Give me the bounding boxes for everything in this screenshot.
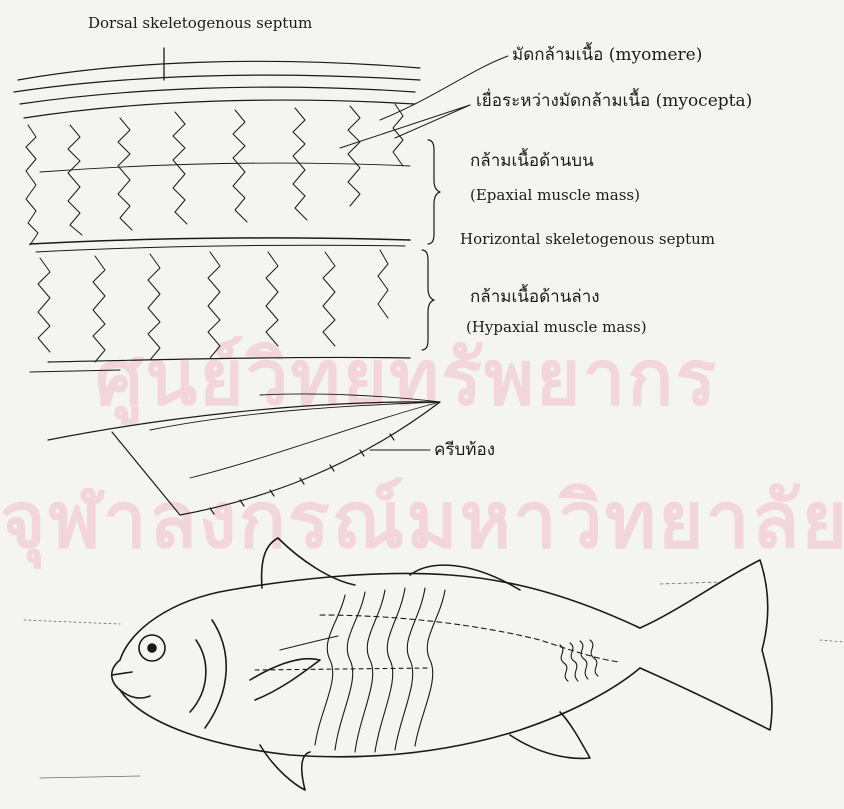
- label-myocepta: เยื่อระหว่างมัดกล้ามเนื้อ (myocepta): [476, 92, 752, 110]
- label-epaxial-thai: กล้ามเนื้อด้านบน: [470, 152, 594, 170]
- print-artifacts: [24, 582, 844, 778]
- label-dorsal-septum: Dorsal skeletogenous septum: [88, 14, 312, 32]
- myosepta-hypaxial: [38, 250, 388, 362]
- label-pointers: [340, 56, 508, 450]
- fish-myomeres: [315, 588, 598, 752]
- label-hypaxial-thai: กล้ามเนื้อด้านล่าง: [470, 288, 600, 306]
- label-horizontal-septum: Horizontal skeletogenous septum: [460, 230, 715, 248]
- label-pelvic-fin: ครีบท้อง: [434, 441, 495, 459]
- fish-outline: [112, 538, 772, 790]
- label-hypaxial-en: (Hypaxial muscle mass): [466, 318, 647, 336]
- pelvic-fin-drawing: [48, 394, 440, 515]
- label-epaxial-en: (Epaxial muscle mass): [470, 186, 640, 204]
- braces: [422, 140, 440, 350]
- fish-lateral-line: [255, 615, 620, 670]
- label-myomere: มัดกล้ามเนื้อ (myomere): [512, 46, 702, 64]
- myosepta-epaxial: [26, 104, 403, 245]
